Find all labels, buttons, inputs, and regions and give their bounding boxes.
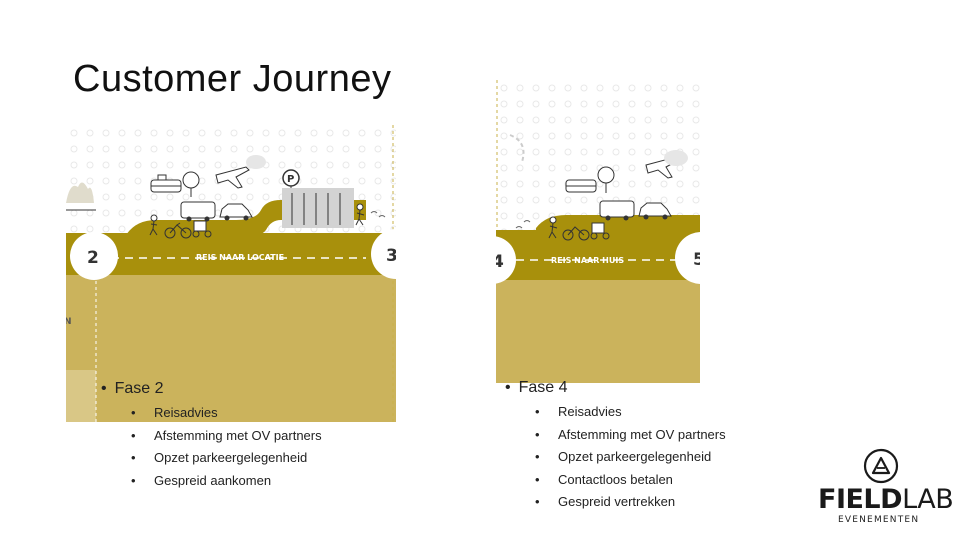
car-icon (219, 203, 253, 221)
fase-4-list: Reisadvies Afstemming met OV partners Op… (535, 401, 726, 514)
airplane-icon (645, 150, 688, 179)
ground-area (496, 280, 700, 383)
list-item: Afstemming met OV partners (535, 424, 726, 447)
list-item: Gespreid vertrekken (535, 491, 726, 514)
logo-subtitle: EVENEMENTEN (838, 515, 920, 525)
stage-marker-5 (675, 232, 700, 284)
bush-icon (66, 182, 94, 203)
list-item: Reisadvies (131, 402, 322, 425)
walker-icon (515, 216, 558, 239)
parking-lot-icon (282, 188, 354, 228)
road (66, 233, 396, 275)
train-icon (565, 179, 597, 193)
list-item: Reisadvies (535, 401, 726, 424)
ground-area (66, 275, 396, 422)
fase-4-heading-text: Fase 4 (518, 379, 568, 396)
pedestrian-icon (149, 214, 158, 236)
fase-2-heading: •Fase 2 (101, 380, 164, 397)
fase-2-list: Reisadvies Afstemming met OV partners Op… (131, 402, 322, 492)
logo-wordmark: FIELDLAB (818, 484, 954, 515)
tree-icon (597, 166, 615, 193)
stage-number-3: 3 (386, 246, 396, 266)
bus-icon (599, 200, 635, 221)
bicycle-icon (164, 222, 192, 239)
fieldlab-logo: FIELDLAB EVENEMENTEN (818, 448, 954, 528)
slide-title: Customer Journey (73, 58, 392, 100)
stage-number-2: 2 (87, 248, 99, 268)
journey-illustration-phase-4: 4 5 REIS NAAR HUIS (496, 80, 700, 383)
stage-marker-2 (70, 232, 118, 280)
fieldlab-mark-icon (863, 448, 899, 484)
edge-letter: N (66, 317, 72, 327)
road-label: REIS NAAR LOCATIE (196, 253, 284, 262)
list-item: Contactloos betalen (535, 469, 726, 492)
journey-illustration-phase-2: 2 3 REIS NAAR LOCATIE N (66, 125, 396, 422)
list-item: Opzet parkeergelegenheid (535, 446, 726, 469)
list-item: Gespreid aankomen (131, 470, 322, 493)
airplane-icon (215, 155, 266, 189)
list-item: Opzet parkeergelegenheid (131, 447, 322, 470)
bus-icon (180, 201, 216, 222)
road-label: REIS NAAR HUIS (551, 256, 624, 265)
stage-number-4: 4 (496, 252, 504, 272)
road (496, 230, 700, 280)
fase-2-heading-text: Fase 2 (114, 380, 164, 397)
walker-icon (355, 203, 386, 226)
fase-4-heading: •Fase 4 (505, 379, 568, 396)
tree-icon (182, 171, 200, 197)
stage-marker-4 (496, 236, 516, 284)
parking-sign-icon: P (282, 169, 300, 197)
svg-text:P: P (287, 174, 294, 185)
train-icon (150, 174, 182, 193)
car-icon (638, 202, 672, 220)
stage-marker-3 (371, 229, 396, 279)
scooter-icon (192, 220, 212, 238)
bicycle-icon (562, 226, 590, 241)
stage-number-5: 5 (693, 250, 700, 270)
scooter-icon (590, 222, 610, 240)
list-item: Afstemming met OV partners (131, 425, 322, 448)
